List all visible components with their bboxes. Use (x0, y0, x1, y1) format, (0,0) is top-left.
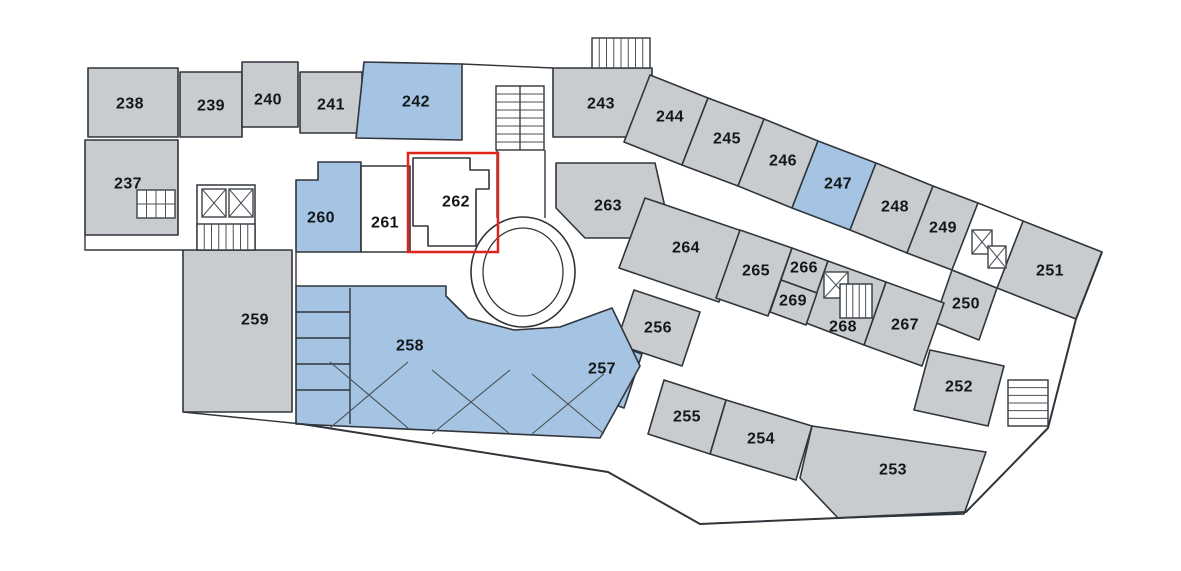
room-label-239: 239 (197, 98, 225, 115)
room-255[interactable] (647, 379, 727, 455)
room-258[interactable] (295, 285, 641, 439)
room-label-252: 252 (945, 379, 973, 396)
room-label-244: 244 (656, 109, 684, 126)
room-label-250: 250 (952, 296, 980, 313)
room-239[interactable] (179, 71, 243, 138)
wall-line-4 (182, 411, 303, 425)
room-label-256: 256 (644, 320, 672, 337)
room-label-243: 243 (587, 96, 615, 113)
room-262[interactable] (412, 157, 490, 247)
room-260[interactable] (295, 161, 362, 253)
truss-brace-5 (531, 373, 605, 435)
room-264[interactable] (618, 197, 746, 303)
room-label-269: 269 (779, 293, 807, 310)
selection-highlight-262 (406, 151, 500, 254)
room-265[interactable] (715, 229, 793, 317)
room-label-264: 264 (672, 240, 700, 257)
room-label-247: 247 (824, 176, 852, 193)
truss-brace-3 (431, 369, 511, 435)
room-259[interactable] (182, 249, 293, 413)
room-label-258: 258 (396, 338, 424, 355)
room-label-241: 241 (317, 97, 345, 114)
room-269[interactable] (769, 279, 818, 326)
elevator-x-3 (987, 245, 1007, 269)
elevator-x-4 (823, 271, 849, 299)
wall-line-3 (84, 235, 183, 251)
wall-line-2 (461, 63, 554, 69)
atrium-outer-ring (470, 216, 576, 328)
atrium-inner-ring (482, 227, 564, 317)
room-label-257: 257 (588, 361, 616, 378)
room-label-237: 237 (114, 176, 142, 193)
room-label-254: 254 (747, 431, 775, 448)
room-label-249: 249 (929, 220, 957, 237)
room-label-262: 262 (442, 194, 470, 211)
room-label-266: 266 (790, 260, 818, 277)
room-238[interactable] (87, 67, 179, 138)
room-label-261: 261 (371, 215, 399, 232)
stairs-268 (839, 283, 873, 319)
room-label-267: 267 (891, 317, 919, 334)
room-label-251: 251 (1036, 263, 1064, 280)
elevator-x-1 (228, 188, 254, 218)
building-outline (301, 251, 1103, 525)
room-242[interactable] (355, 61, 463, 141)
room-label-246: 246 (769, 153, 797, 170)
room-240[interactable] (241, 61, 299, 128)
room-label-248: 248 (881, 199, 909, 216)
room-252[interactable] (913, 349, 1005, 427)
room-label-240: 240 (254, 92, 282, 109)
room-label-242: 242 (402, 94, 430, 111)
room-label-268: 268 (829, 319, 857, 336)
room-label-238: 238 (116, 96, 144, 113)
room-261[interactable] (360, 165, 411, 253)
room-label-253: 253 (879, 462, 907, 479)
room-label-260: 260 (307, 210, 335, 227)
room-label-255: 255 (673, 409, 701, 426)
room-label-263: 263 (594, 198, 622, 215)
truss-brace-1 (329, 361, 409, 429)
elevator-x-0 (201, 188, 227, 218)
room-label-245: 245 (713, 131, 741, 148)
elevator-x-2 (971, 229, 993, 255)
room-256[interactable] (615, 289, 701, 367)
room-label-265: 265 (742, 263, 770, 280)
room-label-259: 259 (241, 312, 269, 329)
